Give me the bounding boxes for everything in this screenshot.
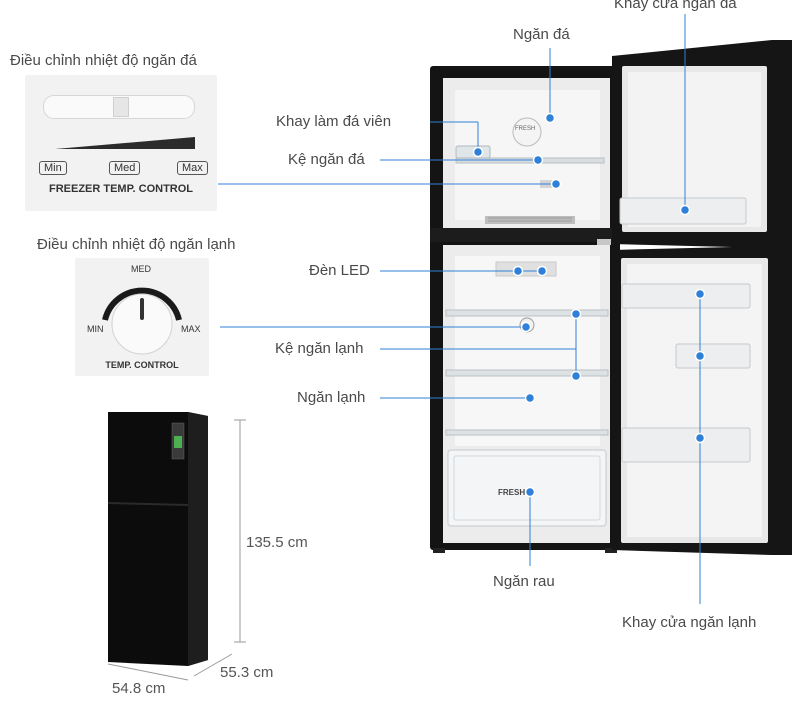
label-led: Đèn LED [309,262,370,279]
fresh-filter-text: FRESH [515,126,536,132]
fridge-control-caption: TEMP. CONTROL [105,360,179,370]
closed-refrigerator [107,412,208,666]
label-ice-tray: Khay làm đá viên [276,113,392,130]
dimension-height: 135.5 cm [246,534,308,551]
label-freezer-shelf: Kệ ngăn đá [288,151,365,168]
freezer-min-label: Min [39,161,67,175]
fresh-drawer-text: FRESH [498,488,526,497]
freezer-control-panel: Min Med Max FREEZER TEMP. CONTROL [25,75,217,211]
refrigerator-open-view [430,66,620,553]
freezer-med-label: Med [109,161,141,175]
label-fridge: Ngăn lạnh [297,389,366,406]
fridge-dial [102,287,182,355]
freezer-level-scale [55,137,195,149]
freezer-slider-knob [113,97,129,117]
freezer-control-title: Điều chỉnh nhiệt độ ngăn đá [10,52,197,69]
freezer-max-label: Max [177,161,208,175]
fridge-min-label: MIN [87,324,104,334]
freezer-door [612,40,792,248]
label-freezer: Ngăn đá [513,26,570,43]
dimension-depth: 55.3 cm [220,664,274,681]
fridge-door [612,246,792,555]
label-fridge-door-tray: Khay cửa ngăn lạnh [622,614,757,631]
label-fridge-shelf: Kệ ngăn lạnh [275,340,364,357]
dimension-width: 54.8 cm [112,680,166,697]
freezer-control-caption: FREEZER TEMP. CONTROL [48,183,194,195]
leader-lines [218,14,701,604]
fridge-control-panel: MED MIN MAX TEMP. CONTROL [75,258,209,376]
fridge-control-title: Điều chỉnh nhiệt độ ngăn lạnh [37,236,236,253]
fridge-max-label: MAX [181,324,201,334]
dimension-lines [107,419,246,681]
marker-dots [472,112,706,498]
fridge-med-label: MED [131,264,151,274]
label-freezer-door-tray: Khay cửa ngăn đá [614,0,737,12]
label-vegetable-drawer: Ngăn rau [493,573,555,590]
